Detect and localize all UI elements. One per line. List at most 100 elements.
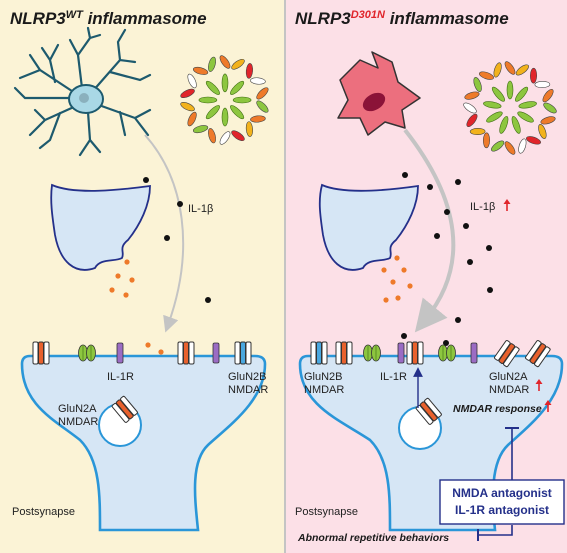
nmdar-left-2	[177, 341, 195, 365]
il1r-label-left: IL-1R	[107, 371, 134, 383]
inflammasome-subunit	[530, 67, 538, 84]
inflammasome-subunit	[245, 121, 253, 137]
microglia-activated-nucleus	[362, 92, 386, 112]
inflammasome-subunit	[208, 128, 216, 144]
glun2b-label-left-1: GluN2B	[228, 371, 267, 383]
inflammasome-subunit	[466, 113, 478, 127]
release-arrow-right	[403, 128, 456, 333]
il1b-label-left: IL-1β	[188, 203, 213, 215]
inflammasome-subunit	[231, 130, 245, 142]
inflammasome-core-subunit	[491, 86, 505, 102]
glutamate-dots-right	[381, 255, 413, 303]
microglia-nucleus	[79, 93, 89, 103]
inflammasome-subunit	[493, 62, 502, 78]
inflammasome-subunit	[491, 140, 505, 152]
postsynapse-left	[20, 354, 267, 532]
inflammasome-subunit	[504, 61, 516, 75]
inflammasome-subunit	[180, 88, 195, 98]
nmdar-glun2b-left	[234, 341, 252, 365]
glun2a-label-left-1: GluN2A	[58, 403, 97, 415]
nmdar-response-label: NMDAR response	[453, 403, 542, 415]
inflammasome-subunit	[180, 102, 195, 112]
nmdar-right-2	[406, 341, 424, 365]
inflammasome-subunit	[479, 71, 494, 80]
antagonist-line1: NMDA antagonist	[452, 486, 552, 500]
nmdar-left-1	[32, 341, 50, 365]
inflammasome-core-subunit	[515, 86, 529, 102]
inflammasome-subunit	[256, 87, 269, 100]
il1r-label-right: IL-1R	[380, 371, 407, 383]
inflammasome-ring-icon	[180, 55, 269, 145]
inflammasome-subunit	[543, 102, 557, 114]
inflammasome-subunit	[231, 58, 245, 70]
inflammasome-subunit	[540, 116, 556, 125]
glun2b-label-right-2: NMDAR	[304, 384, 344, 396]
inflammasome-subunit	[464, 91, 480, 100]
inflammasome-subunit	[542, 89, 554, 103]
glutamate-dots-left	[109, 259, 164, 355]
inflammasome-core-subunit	[221, 73, 229, 93]
behaviors-label: Abnormal repetitive behaviors	[297, 532, 449, 544]
inflammasome-subunit	[469, 128, 486, 136]
inflammasome-core-subunit	[221, 107, 229, 127]
inflammasome-subunit	[250, 115, 266, 123]
inflammasome-subunit	[504, 141, 516, 155]
inflammasome-core-subunit	[517, 111, 534, 123]
inflammasome-subunit	[534, 80, 551, 88]
glun2a-up-arrowhead-icon	[535, 379, 543, 384]
presynaptic-terminal-right-icon	[318, 183, 419, 271]
glun2a-label-left-2: NMDAR	[58, 416, 98, 428]
inflammasome-core-subunit	[483, 101, 502, 109]
il1b-label-right: IL-1β	[470, 201, 495, 213]
inflammasome-core-subunit	[499, 116, 509, 134]
inflammasome-core-subunit	[232, 96, 252, 104]
glun2b-label-left-2: NMDAR	[228, 384, 268, 396]
antagonist-box	[439, 479, 565, 525]
response-up-arrowhead-icon	[544, 400, 552, 405]
il1b-dots-left	[143, 177, 211, 303]
presynaptic-terminal-icon	[50, 183, 151, 271]
inflammasome-core-subunit	[205, 80, 220, 95]
right-title: NLRP3D301N inflammasome	[295, 9, 509, 28]
inflammasome-subunit	[219, 131, 231, 145]
inflammasome-subunit	[515, 64, 529, 76]
inflammasome-core-subunit	[205, 105, 220, 120]
glun2a-label-right-2: NMDAR	[489, 384, 529, 396]
inflammasome-subunit	[187, 73, 197, 89]
left-title: NLRP3WT inflammasome	[10, 9, 207, 28]
inflammasome-subunit	[526, 136, 541, 145]
inhibition-line-behavior	[478, 525, 513, 536]
inflammasome-core-subunit	[518, 101, 537, 109]
inflammasome-core-subunit	[198, 96, 218, 104]
inflammasome-subunit	[192, 125, 209, 134]
inflammasome-subunit	[192, 66, 209, 75]
inflammasome-subunit	[208, 56, 216, 72]
inflammasome-subunit	[256, 100, 269, 113]
il1r-left-2	[212, 342, 220, 364]
glun2a-label-right-1: GluN2A	[489, 371, 528, 383]
postsynapse-label-left: Postsynapse	[12, 506, 75, 518]
inflammasome-core-subunit	[511, 116, 521, 134]
inflammasome-subunit	[518, 138, 527, 154]
inflammasome-subunit	[219, 55, 231, 69]
inflammasome-subunit	[482, 132, 490, 149]
inflammasome-subunit	[463, 102, 477, 114]
inflammasome-subunit	[245, 63, 253, 79]
inflammasome-subunit	[250, 77, 266, 85]
nmdar-right-1	[335, 341, 353, 365]
release-arrow-left	[144, 134, 185, 333]
nmdar-glun2b-right	[310, 341, 328, 365]
inflammasome-subunit	[473, 77, 482, 92]
inflammasome-core-subunit	[230, 80, 245, 95]
il1-receptor-icon	[116, 342, 124, 364]
inflammasome-subunit	[187, 111, 197, 127]
il1b-dots-right	[401, 172, 493, 346]
inflammasome-subunit	[538, 124, 547, 139]
postsynapse-label-right: Postsynapse	[295, 506, 358, 518]
glun2b-label-right-1: GluN2B	[304, 371, 343, 383]
il1r-right-2	[470, 342, 478, 364]
inflammasome-core-subunit	[486, 111, 503, 123]
up-arrowhead-icon	[503, 199, 511, 204]
